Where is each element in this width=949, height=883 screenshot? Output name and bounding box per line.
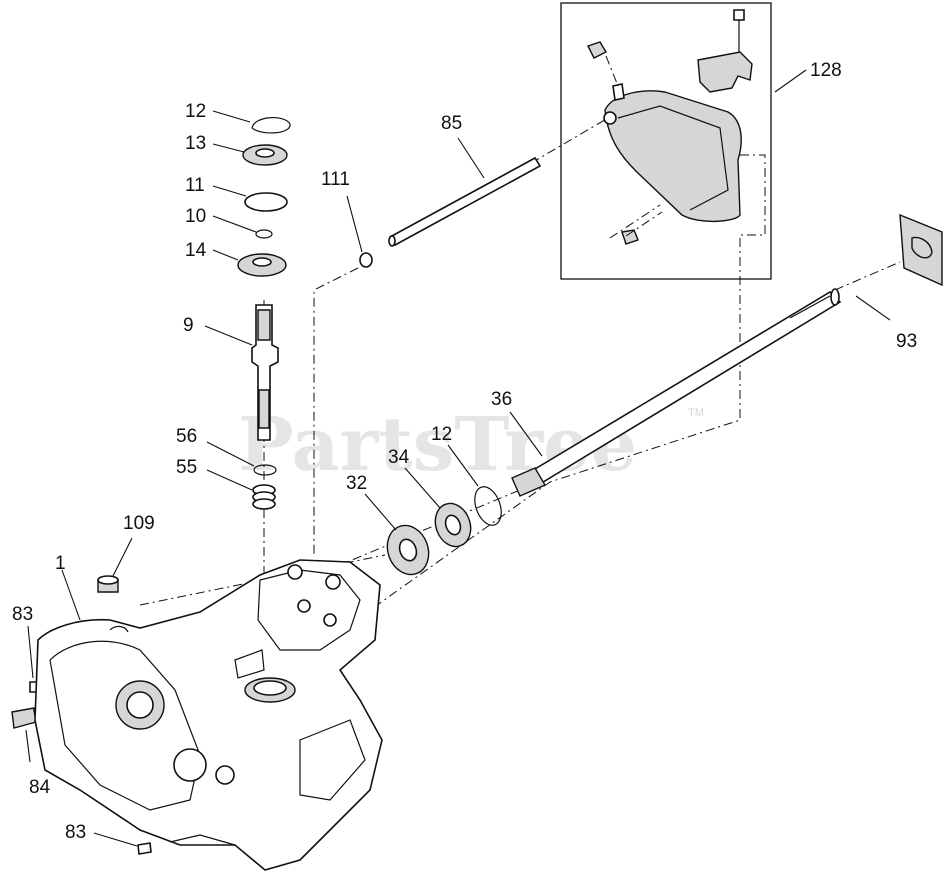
part-128-inset-box: [560, 2, 772, 280]
leader-lines: [25, 69, 891, 847]
callout-10: 10: [185, 206, 206, 227]
callout-83-lower: 83: [65, 822, 86, 843]
callout-13: 13: [185, 133, 206, 154]
callout-32: 32: [346, 473, 367, 494]
part-85-pin: [388, 156, 542, 247]
part-55-spring: [252, 484, 276, 510]
callout-109: 109: [123, 513, 155, 534]
callout-111: 111: [321, 169, 350, 190]
part-1-housing: [34, 559, 383, 871]
part-36-needle-bearing: [511, 467, 547, 497]
callout-93: 93: [896, 331, 917, 352]
part-109-plug: [97, 575, 119, 593]
part-12-snap-ring-upper: [251, 117, 291, 134]
callout-34: 34: [388, 447, 410, 468]
callout-36: 36: [491, 389, 512, 410]
vertical-bearing-stack: [237, 117, 291, 277]
callout-14: 14: [185, 240, 207, 261]
part-10-oring: [255, 229, 273, 239]
callout-12-upper: 12: [185, 101, 206, 122]
part-34-bearing: [434, 502, 472, 548]
callout-labels: 12 13 11 10 14 9 56 55 111 85 128 93 36 …: [12, 60, 917, 843]
callout-83-upper: 83: [12, 604, 33, 625]
part-83-dowel-pin-lower: [137, 842, 152, 855]
part-11-washer: [244, 192, 288, 212]
callout-85: 85: [441, 113, 462, 134]
callout-1: 1: [55, 553, 66, 574]
callout-12-lower: 12: [431, 424, 452, 445]
part-128-assembly: [587, 9, 753, 245]
part-56-seal: [253, 464, 277, 476]
axle-shaft: [518, 288, 842, 492]
part-12-snap-ring-lower: [474, 486, 502, 526]
part-111-washer: [359, 252, 373, 268]
callout-128: 128: [810, 60, 842, 81]
part-93-bracket: [899, 213, 943, 287]
callout-55: 55: [176, 457, 197, 478]
callout-11: 11: [185, 175, 205, 196]
watermark-text: PartsTree: [238, 402, 637, 488]
watermark-trademark: TM: [688, 407, 704, 419]
part-32-bearing: [386, 524, 430, 576]
callout-84: 84: [29, 777, 51, 798]
part-9-input-shaft: [251, 304, 279, 441]
callout-56: 56: [176, 426, 197, 447]
callout-9: 9: [183, 315, 194, 336]
